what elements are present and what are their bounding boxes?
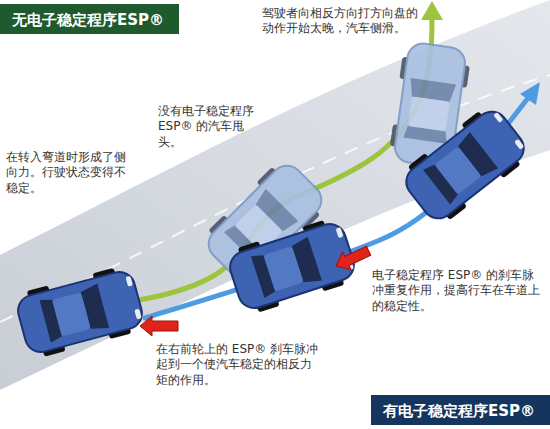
annotation: 在右前轮上的 ESP® 刹车脉冲起到一个使汽车稳定的相反力矩的作用。 [156,342,320,388]
section-banner: 无电子稳定程序ESP® [0,4,179,34]
car [13,264,147,361]
car [397,101,533,228]
brake-pulse-arrow [332,242,373,275]
skid-arrowhead [421,1,443,20]
banner-title: 有电子稳定程序ESP® [383,402,535,420]
annotation: 在转入弯道时形成了侧向力。行驶状态变得不稳定。 [6,150,130,196]
annotation: 电子稳定程序 ESP® 的刹车脉冲重复作用，提高行车在车道上的稳定性。 [372,268,544,314]
stable-arrowhead [520,82,540,105]
brake-pulse-arrow [140,316,178,336]
road [0,0,550,390]
annotation: 没有电子稳定程序 ESP® 的汽车甩头。 [158,104,268,150]
banner-title: 无电子稳定程序ESP® [12,11,164,29]
annotation: 驾驶者向相反方向打方向盘的动作开始太晚，汽车侧滑。 [262,6,422,37]
section-banner: 有电子稳定程序ESP® [371,395,550,425]
